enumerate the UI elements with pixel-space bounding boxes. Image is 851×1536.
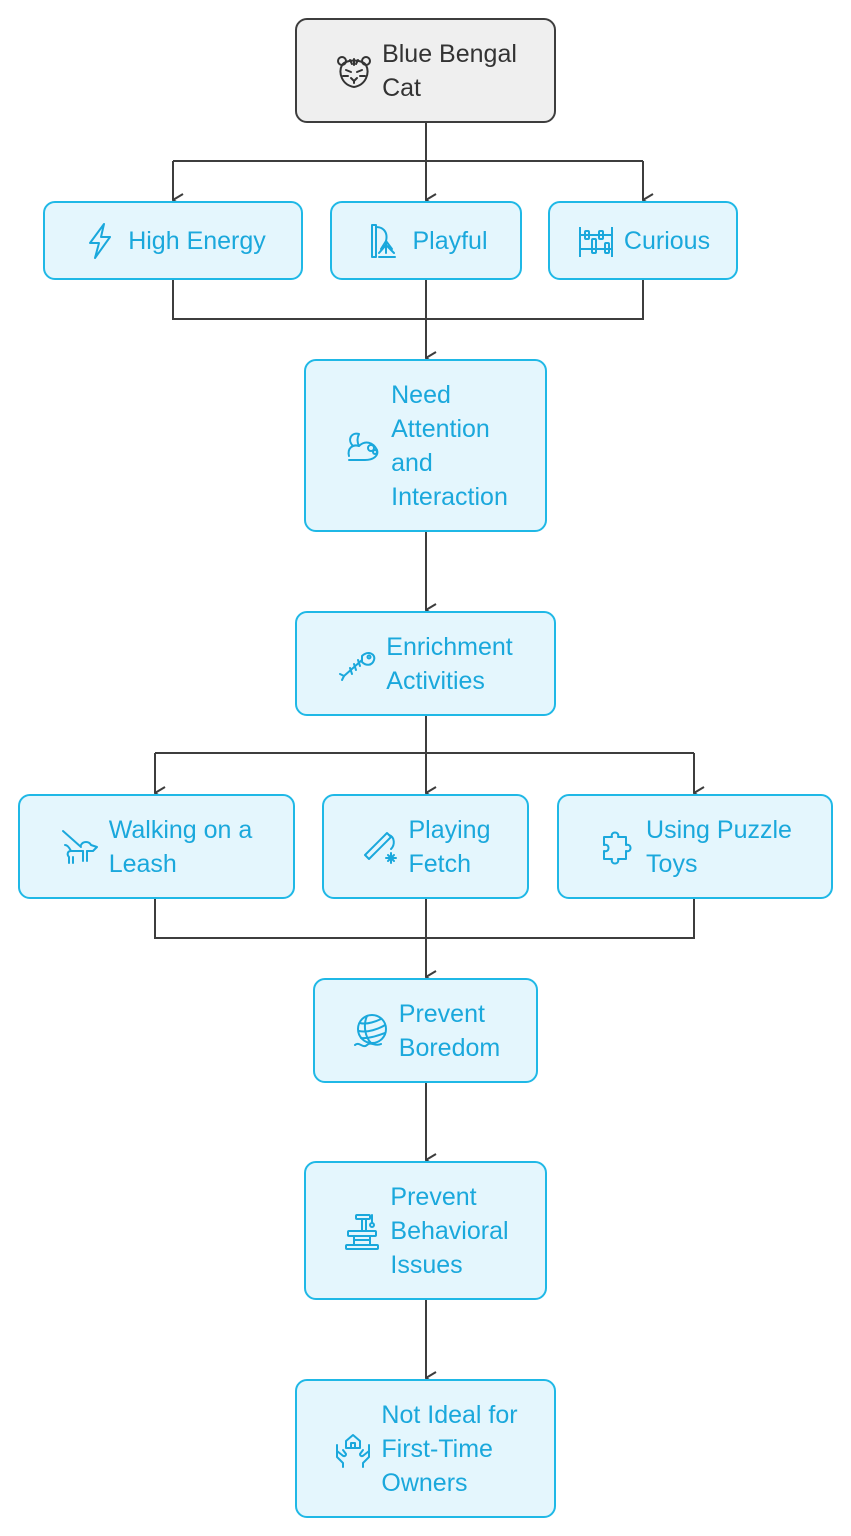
node-label: High Energy [128, 226, 266, 255]
node-high-energy[interactable]: High Energy [43, 201, 303, 280]
node-label: Not Ideal for First-Time Owners [381, 1400, 518, 1497]
node-label: Enrichment Activities [386, 632, 513, 695]
node-curious[interactable]: Curious [548, 201, 738, 280]
wand-sparkle-icon [363, 831, 397, 864]
node-prevent-boredom[interactable]: Prevent Boredom [313, 978, 538, 1083]
node-playing-fetch[interactable]: Playing Fetch [322, 794, 529, 899]
node-prevent-behavioral-issues[interactable]: Prevent Behavioral Issues [304, 1161, 547, 1300]
node-label: Playful [412, 226, 488, 255]
lightning-bolt-icon [89, 222, 112, 259]
tiger-face-icon [337, 55, 372, 88]
node-label: Using Puzzle Toys [646, 815, 792, 878]
node-need-attention[interactable]: Need Attention and Interaction [304, 359, 547, 532]
node-label: Prevent Boredom [398, 999, 501, 1062]
puzzle-piece-icon [603, 831, 632, 864]
fish-bone-icon [339, 651, 376, 681]
cat-wand-toy-icon [371, 223, 397, 258]
node-enrichment-activities[interactable]: Enrichment Activities [295, 611, 556, 716]
node-blue-bengal-cat[interactable]: Blue Bengal Cat [295, 18, 556, 123]
node-using-puzzle-toys[interactable]: Using Puzzle Toys [557, 794, 833, 899]
connector-merge-activities [154, 898, 695, 939]
node-label: Need Attention and Interaction [391, 380, 508, 511]
node-label: Playing Fetch [408, 815, 491, 878]
toy-mouse-icon [347, 432, 379, 461]
connector-merge-traits [172, 279, 644, 320]
abacus-icon [578, 226, 613, 257]
hands-house-icon [336, 1433, 371, 1468]
pet-on-leash-icon [61, 829, 98, 864]
node-label: Prevent Behavioral Issues [390, 1182, 509, 1279]
node-label: Blue Bengal Cat [382, 39, 517, 102]
node-label: Curious [623, 226, 711, 255]
yarn-ball-icon [353, 1013, 387, 1047]
cat-tree-icon [345, 1213, 380, 1250]
node-label: Walking on a Leash [108, 815, 253, 878]
node-playful[interactable]: Playful [330, 201, 522, 280]
node-not-ideal-for-first-time-owners[interactable]: Not Ideal for First-Time Owners [295, 1379, 556, 1518]
node-walking-on-a-leash[interactable]: Walking on a Leash [18, 794, 295, 899]
